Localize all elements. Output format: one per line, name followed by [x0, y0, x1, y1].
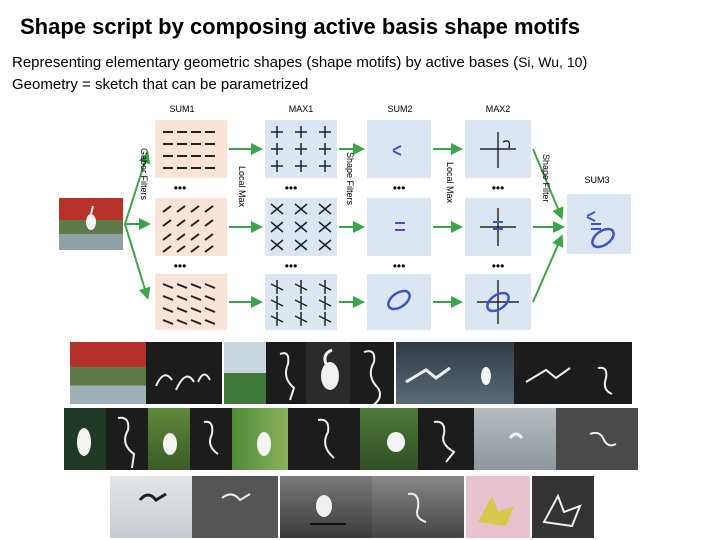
- sketch-heron-black: [192, 476, 278, 538]
- label-max2: MAX2: [486, 104, 511, 114]
- sum1-dots-2: •••: [174, 259, 187, 273]
- photo-egret-3: [306, 342, 350, 404]
- sum1-panel-mid: [155, 198, 227, 256]
- max2-dots-1: •••: [492, 181, 505, 195]
- sketch-egret-8: [556, 408, 638, 470]
- photo-egret-4: [64, 408, 106, 470]
- sum2-panel-top: [367, 120, 431, 178]
- sketch-egret-7: [418, 408, 474, 470]
- arrow-max2-sum3-bot: [533, 238, 561, 302]
- label-local-max-2: Local Max: [445, 162, 455, 204]
- sum1-dots-1: •••: [174, 181, 187, 195]
- label-sum2: SUM2: [387, 104, 412, 114]
- subtitle-end: ): [582, 54, 587, 71]
- sum1-panel-top: [155, 120, 227, 178]
- sum2-dots-2: •••: [393, 259, 406, 273]
- arrow-to-sum1-bot: [125, 224, 147, 296]
- label-gabor-filters: Gabor Filters: [139, 148, 149, 201]
- label-shape-filter: Shape Filter: [541, 154, 551, 203]
- max2-panel-mid: [465, 198, 531, 256]
- sketch-egret-5: [190, 408, 232, 470]
- label-max1: MAX1: [289, 104, 314, 114]
- citation: Si, Wu, 10: [518, 54, 582, 70]
- subtitle-line-1: Representing elementary geometric shapes…: [12, 54, 587, 71]
- max1-panel-bot: [265, 274, 337, 330]
- photo-egret-2: [224, 342, 266, 404]
- input-egret-image: [59, 198, 123, 250]
- photo-egrets-red: [70, 342, 146, 404]
- sum1-panel-bot: [155, 274, 227, 330]
- subtitle-line-2: Geometry = sketch that can be parametriz…: [12, 76, 308, 93]
- photo-egrets-flying: [396, 342, 514, 404]
- subtitle-main: Representing elementary geometric shapes…: [12, 54, 518, 71]
- sketch-origami-crane: [532, 476, 594, 538]
- sketch-egrets-red: [146, 342, 222, 404]
- max1-panel-top: [265, 120, 337, 178]
- photo-origami-crane: [466, 476, 530, 538]
- label-local-max-1: Local Max: [237, 166, 247, 208]
- label-shape-filters: Shape Filters: [345, 152, 355, 206]
- sketch-egret-3: [350, 342, 394, 404]
- photo-egret-7: [360, 408, 418, 470]
- sketch-egrets-flying: [514, 342, 632, 404]
- sketch-egret-2: [266, 342, 306, 404]
- photo-stork: [280, 476, 372, 538]
- max1-panel-mid: [265, 198, 337, 256]
- max1-dots-1: •••: [285, 181, 298, 195]
- max2-panel-top: [465, 120, 531, 178]
- photo-heron-black: [110, 476, 192, 538]
- active-basis-figure: SUM1 MAX1 SUM2 MAX2 SUM3 Gabor Filters •…: [55, 98, 655, 336]
- photo-egret-5: [148, 408, 190, 470]
- sum2-panel-bot: [367, 274, 431, 330]
- max2-dots-2: •••: [492, 259, 505, 273]
- sketch-egret-6: [288, 408, 360, 470]
- sum2-panel-mid: [367, 198, 431, 256]
- label-sum3: SUM3: [584, 175, 609, 185]
- sum2-dots-1: •••: [393, 181, 406, 195]
- max1-dots-2: •••: [285, 259, 298, 273]
- slide-title: Shape script by composing active basis s…: [20, 14, 580, 40]
- sum3-panel: [567, 194, 631, 254]
- photo-egret-6: [232, 408, 288, 470]
- sketch-stork: [372, 476, 464, 538]
- sketch-egret-4: [106, 408, 148, 470]
- max2-panel-bot: [465, 274, 531, 330]
- label-sum1: SUM1: [169, 104, 194, 114]
- photo-egret-8: [474, 408, 556, 470]
